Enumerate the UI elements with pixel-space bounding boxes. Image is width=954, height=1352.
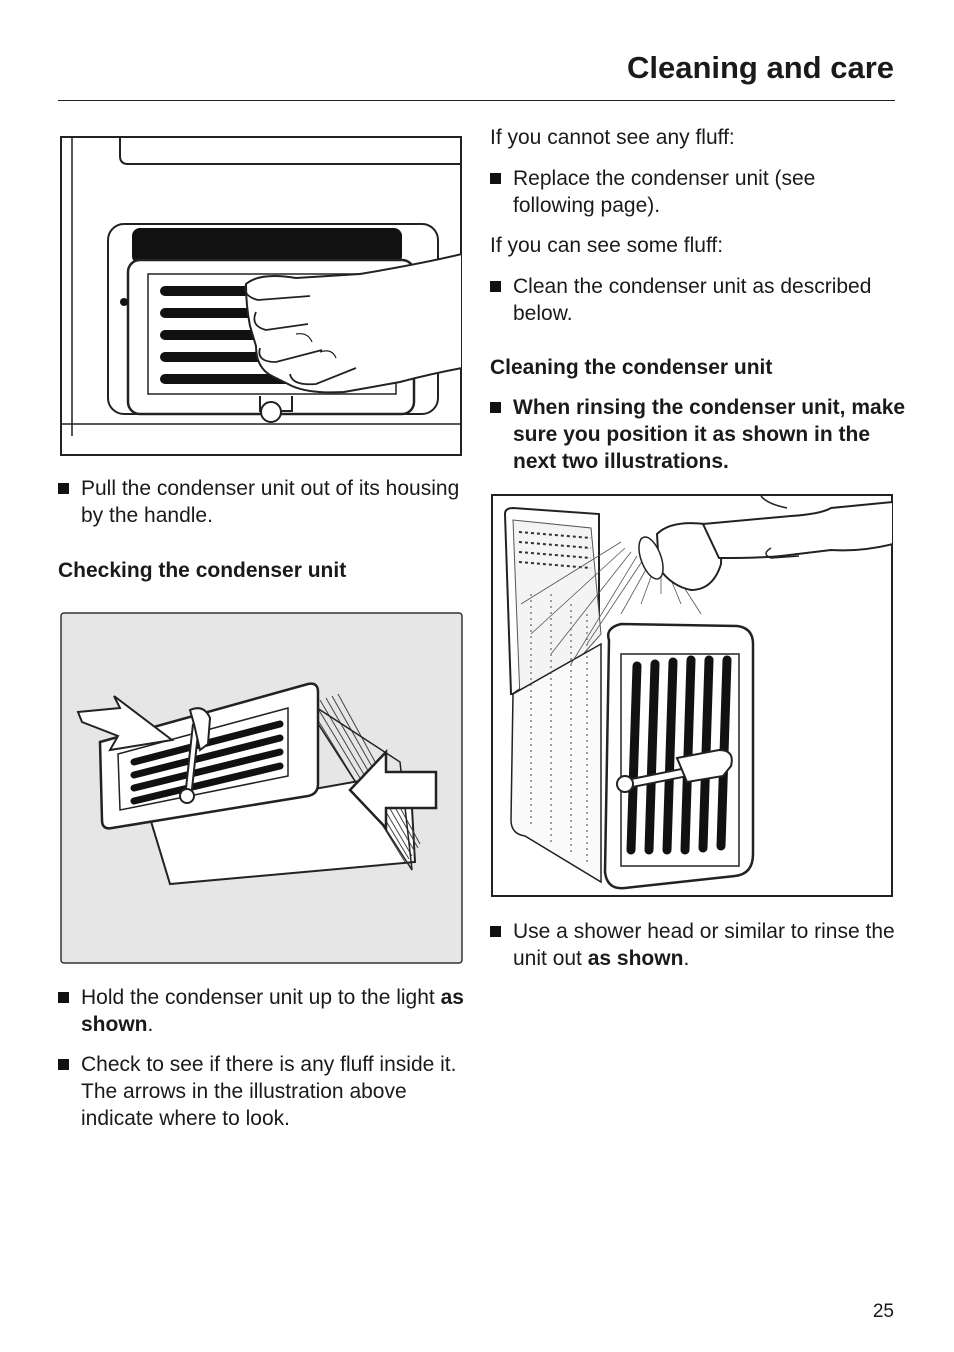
bullet-marker xyxy=(490,926,501,937)
figure-check-condenser xyxy=(60,612,463,964)
bullet-check: Check to see if there is any fluff insid… xyxy=(58,1051,471,1132)
figure-pull-condenser xyxy=(60,136,462,456)
bullet-clean-text: Clean the condenser unit as described be… xyxy=(513,275,872,325)
bullet-rinsing-text: When rinsing the condenser unit, make su… xyxy=(513,396,906,473)
bullet-check-text-2: The arrows in the illustration above ind… xyxy=(81,1080,407,1130)
bullet-marker xyxy=(58,992,69,1003)
bullet-shower-text: Use a shower head or similar to rinse th… xyxy=(513,920,895,970)
bullet-rinsing: When rinsing the condenser unit, make su… xyxy=(490,394,913,475)
figure-rinse-condenser xyxy=(491,494,893,897)
as-shown-emphasis: as shown xyxy=(81,986,464,1036)
bullet-marker xyxy=(58,483,69,494)
bullet-hold-text: Hold the condenser unit up to the light xyxy=(81,986,441,1009)
intro-can-see: If you can see some fluff: xyxy=(490,234,724,257)
bullet-hold: Hold the condenser unit up to the light … xyxy=(58,984,471,1038)
bullet-marker xyxy=(490,281,501,292)
page-number: 25 xyxy=(872,1301,894,1322)
heading-checking: Checking the condenser unit xyxy=(58,559,347,582)
intro-cannot-see: If you cannot see any fluff: xyxy=(490,126,735,149)
bullet-shower-end: . xyxy=(683,947,690,970)
bullet-pull: Pull the condenser unit out of its housi… xyxy=(58,475,471,529)
bullet-replace: Replace the condenser unit (see followin… xyxy=(490,165,898,219)
bullet-marker xyxy=(490,173,501,184)
bullet-clean: Clean the condenser unit as described be… xyxy=(490,273,898,327)
bullet-replace-text: Replace the condenser unit (see followin… xyxy=(513,167,816,217)
header-rule xyxy=(58,100,895,101)
bullet-shower: Use a shower head or similar to rinse th… xyxy=(490,918,913,972)
bullet-check-text-1: Check to see if there is any fluff insid… xyxy=(81,1053,457,1076)
bullet-pull-text: Pull the condenser unit out of its housi… xyxy=(81,477,460,527)
bullet-marker xyxy=(490,402,501,413)
as-shown-emphasis: as shown xyxy=(587,947,684,970)
heading-cleaning: Cleaning the condenser unit xyxy=(490,356,773,379)
bullet-hold-end: . xyxy=(147,1013,154,1036)
bullet-marker xyxy=(58,1059,69,1070)
page-title: Cleaning and care xyxy=(626,50,894,85)
